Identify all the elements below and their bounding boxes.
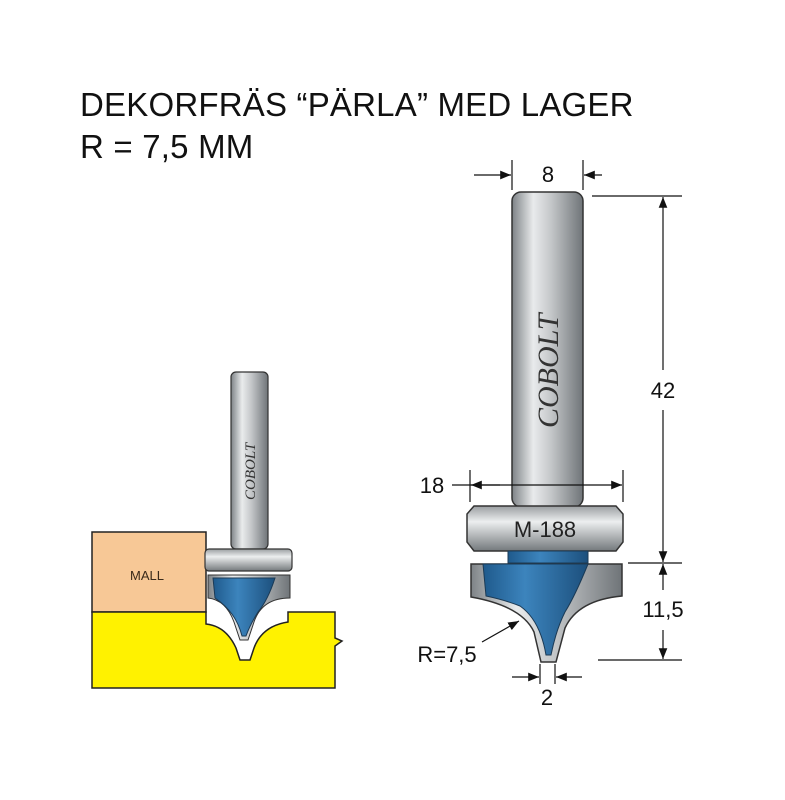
small-bearing — [204, 548, 293, 572]
dim-tip-width: 2 — [541, 685, 553, 710]
title-line-2: R = 7,5 MM — [80, 128, 254, 165]
dim-shank-length: 42 — [651, 378, 675, 403]
bearing-code: M-188 — [514, 517, 576, 542]
bearing — [466, 505, 624, 552]
cutter-blue — [482, 563, 589, 656]
small-cutter-blue — [212, 577, 276, 637]
dim-cutting-height: 11,5 — [642, 597, 683, 622]
small-brand-text: COBOLT — [243, 441, 259, 500]
dimension-lines — [452, 160, 682, 684]
dim-bearing-diameter: 18 — [420, 473, 444, 498]
dim-radius: R=7,5 — [417, 642, 476, 667]
cutter-neck — [507, 550, 589, 564]
template-label: MALL — [130, 568, 164, 583]
usage-illustration: MALL COBOLT — [91, 371, 344, 689]
bit-drawing: COBOLT M-188 — [466, 191, 624, 663]
dim-shank-diameter: 8 — [542, 162, 554, 187]
brand-text: COBOLT — [532, 311, 565, 428]
title-line-1: DEKORFRÄS “PÄRLA” MED LAGER — [80, 86, 634, 123]
workpiece — [91, 611, 344, 689]
